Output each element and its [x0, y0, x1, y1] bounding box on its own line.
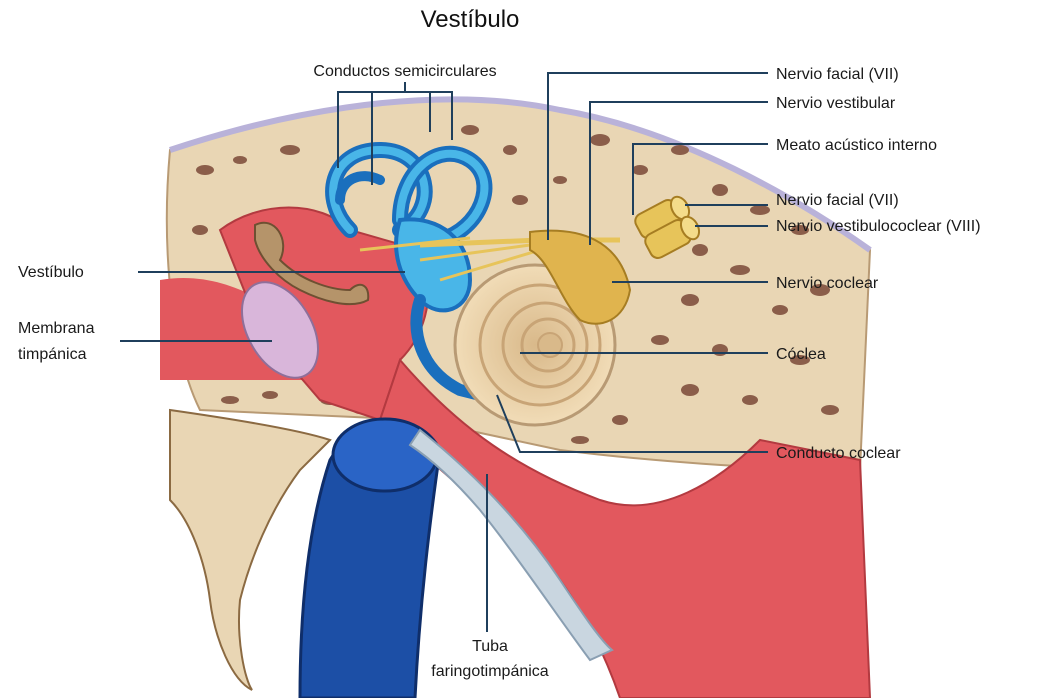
label-vestibulocochlear-nerve: Nervio vestibulococlear (VIII): [776, 218, 981, 235]
label-vestibular-nerve: Nervio vestibular: [776, 95, 896, 112]
label-semicircular-canals: Conductos semicirculares: [313, 63, 496, 80]
label-cochlear-nerve: Nervio coclear: [776, 275, 879, 292]
label-tube-line1: Tuba: [472, 638, 508, 655]
label-internal-acoustic-meatus: Meato acústico interno: [776, 137, 937, 154]
label-facial-nerve-right: Nervio facial (VII): [776, 192, 899, 209]
label-cochlea: Cóclea: [776, 346, 826, 363]
label-tympanic-membrane-line1: Membrana: [18, 320, 95, 337]
label-vestibule: Vestíbulo: [18, 264, 84, 281]
label-tympanic-membrane-line2: timpánica: [18, 346, 87, 363]
jugular-vein-opening: [333, 419, 437, 491]
label-tube-line2: faringotimpánica: [431, 663, 549, 680]
label-facial-nerve-top: Nervio facial (VII): [776, 66, 899, 83]
label-cochlear-duct: Conducto coclear: [776, 445, 901, 462]
